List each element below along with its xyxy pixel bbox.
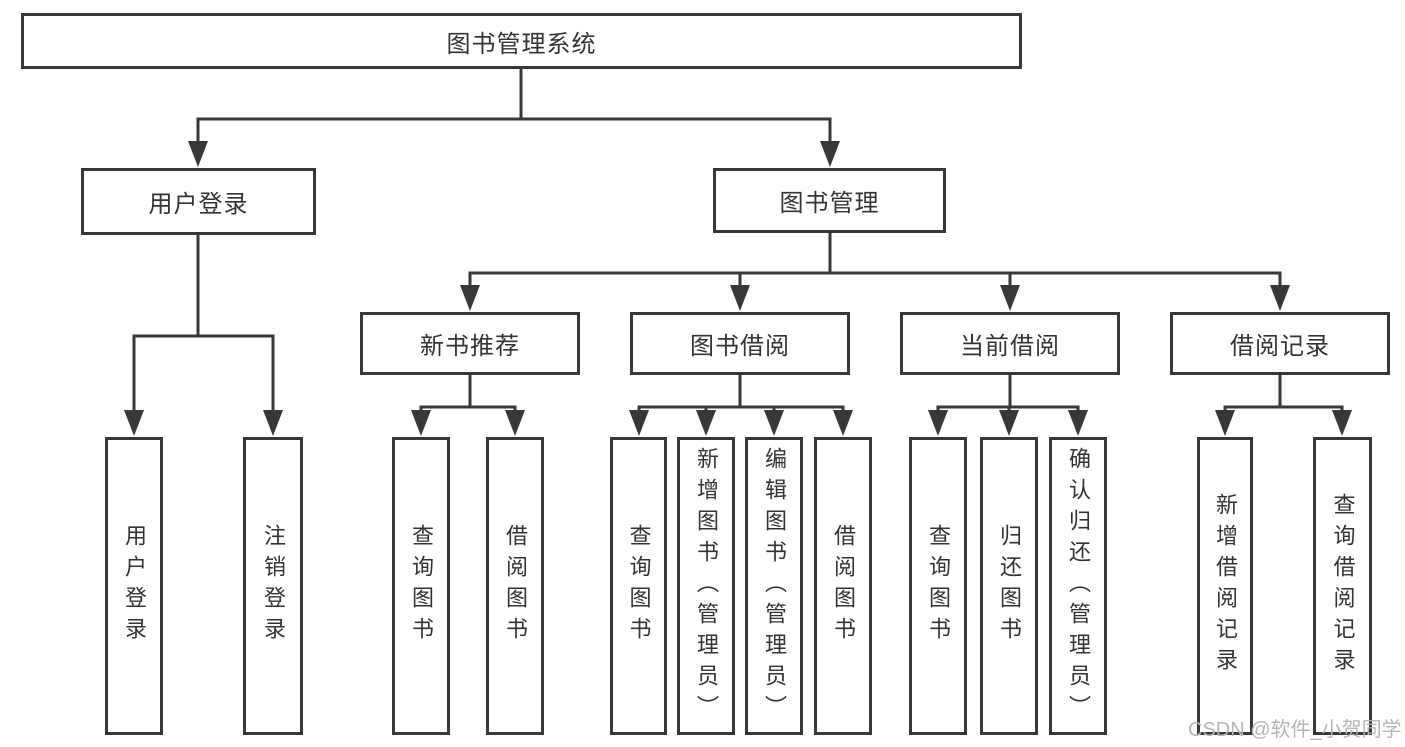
node-label: 编辑图书（管理员） (762, 446, 787, 726)
leaf-borrow-books-1: 借阅图书 (486, 437, 544, 735)
node-label: 查询图书 (926, 524, 951, 648)
node-label: 用户登录 (148, 191, 249, 218)
node-label: 借阅图书 (503, 524, 528, 648)
node-user-login: 用户登录 (81, 168, 316, 235)
leaf-return-books: 归还图书 (980, 437, 1038, 735)
node-label: 查询图书 (409, 524, 434, 648)
connector-book-mgmt-split (460, 231, 1290, 311)
node-label: 用户登录 (122, 524, 147, 648)
node-label: 新增借阅记录 (1213, 493, 1238, 679)
connector-book-borrow-branch (629, 373, 853, 436)
leaf-edit-books-admin: 编辑图书（管理员） (745, 437, 803, 735)
connector-root-split (188, 67, 840, 167)
node-label: 借阅记录 (1230, 333, 1330, 360)
node-label: 当前借阅 (960, 333, 1060, 360)
node-borrow-records: 借阅记录 (1170, 312, 1390, 375)
leaf-logout: 注销登录 (243, 437, 303, 735)
node-system-root: 图书管理系统 (21, 13, 1022, 69)
node-label: 确认归还（管理员） (1066, 446, 1091, 726)
node-book-borrow: 图书借阅 (630, 312, 850, 375)
leaf-user-login: 用户登录 (105, 437, 163, 735)
leaf-add-borrow-record: 新增借阅记录 (1197, 437, 1253, 735)
connector-new-book-rec-branch (411, 373, 525, 436)
node-new-book-recommend: 新书推荐 (360, 312, 580, 375)
leaf-query-books-2: 查询图书 (610, 437, 667, 735)
node-label: 查询图书 (626, 524, 652, 648)
node-label: 查询借阅记录 (1330, 493, 1356, 679)
node-label: 图书管理 (779, 190, 880, 217)
node-label: 图书借阅 (690, 333, 790, 360)
leaf-query-books-1: 查询图书 (392, 437, 450, 735)
leaf-borrow-books-2: 借阅图书 (814, 437, 872, 735)
node-book-management: 图书管理 (713, 168, 946, 233)
connector-user-login-branch (124, 233, 283, 436)
leaf-query-borrow-record: 查询借阅记录 (1313, 437, 1372, 735)
leaf-query-books-3: 查询图书 (909, 437, 967, 735)
connector-borrow-records-branch (1215, 373, 1352, 436)
node-label: 图书管理系统 (446, 30, 597, 58)
node-label: 新书推荐 (420, 333, 520, 360)
leaf-confirm-return-admin: 确认归还（管理员） (1049, 437, 1107, 735)
node-label: 归还图书 (997, 524, 1022, 648)
node-label: 新增图书（管理员） (694, 446, 719, 726)
node-label: 借阅图书 (831, 524, 856, 648)
watermark-text: CSDN @软件_小贺同学 (1188, 719, 1402, 741)
connector-current-borrow-branch (928, 373, 1088, 436)
node-current-borrow: 当前借阅 (900, 312, 1120, 375)
node-label: 注销登录 (261, 524, 286, 648)
leaf-add-books-admin: 新增图书（管理员） (677, 437, 735, 735)
